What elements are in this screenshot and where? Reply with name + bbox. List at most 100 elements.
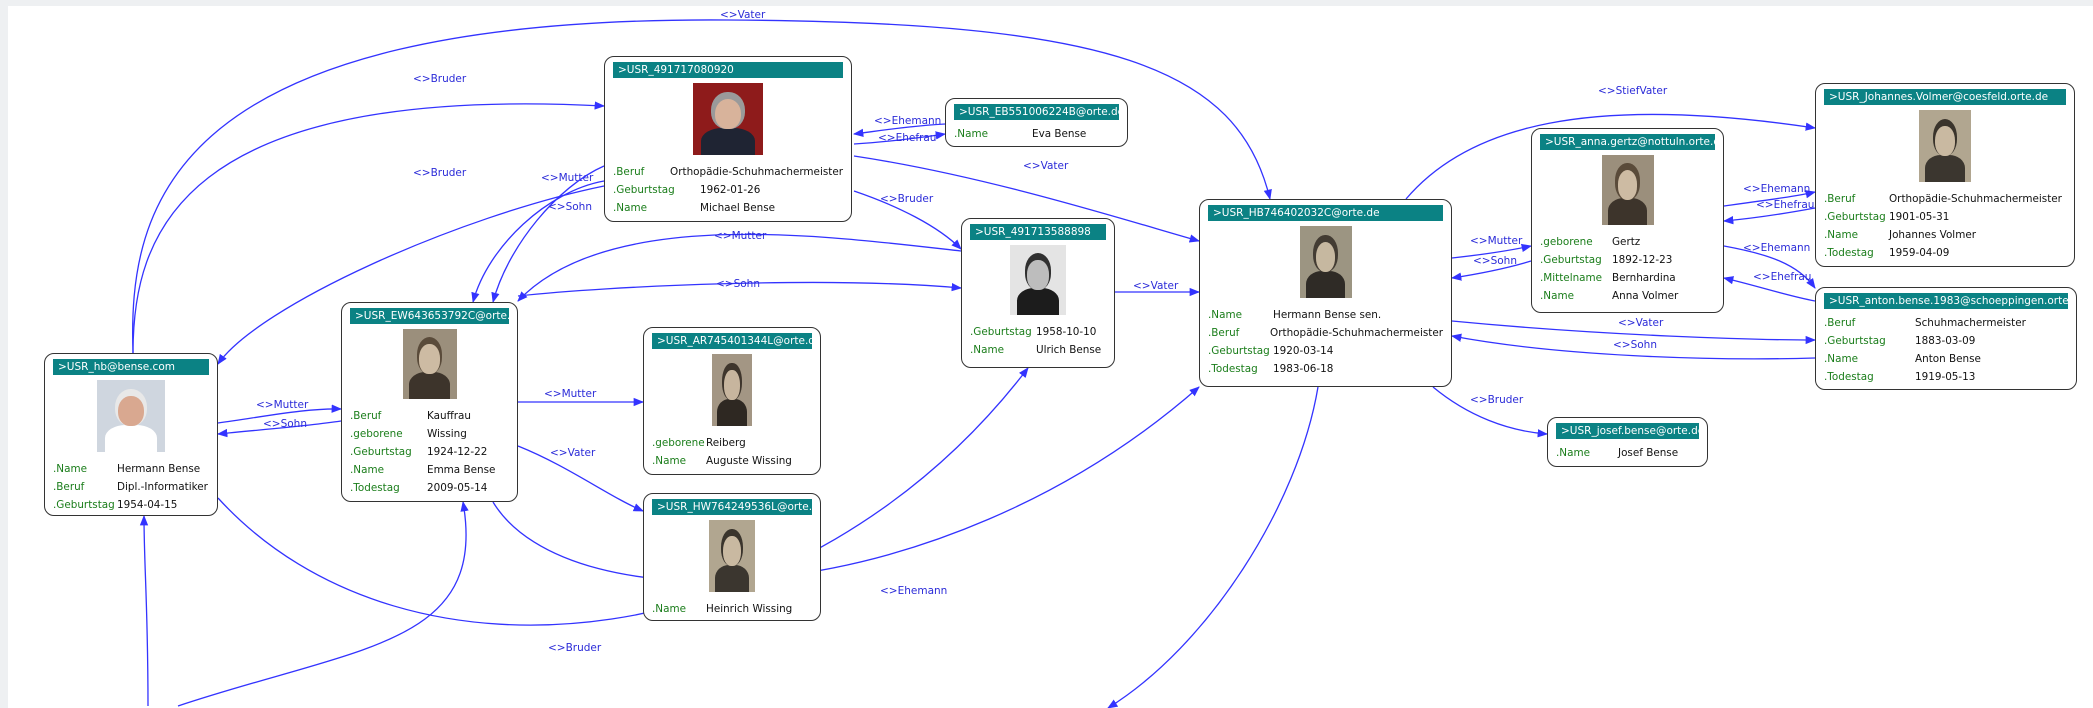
attribute-key: .Geburtstag xyxy=(1824,335,1886,347)
edge-label: <>Sohn xyxy=(263,418,307,430)
edge-n_eb-n_49171708 xyxy=(852,123,946,137)
attribute-key: .Geburtstag xyxy=(1540,254,1602,266)
edge-n_49171708-n_hb xyxy=(217,185,605,365)
attribute-key: .Beruf xyxy=(1824,193,1856,205)
attribute-value: 2009-05-14 xyxy=(427,482,488,494)
node-title: >USR_AR745401344L@orte.de xyxy=(652,333,812,349)
node-title: >USR_josef.bense@orte.de xyxy=(1556,423,1699,439)
node-title: >USR_anna.gertz@nottuln.orte.de xyxy=(1540,134,1715,150)
node-title: >USR_EW643653792C@orte.de xyxy=(350,308,509,324)
attribute-key: .Geburtstag xyxy=(1208,345,1270,357)
attribute-value: 1901-05-31 xyxy=(1889,211,1950,223)
edge-label: <>Ehemann xyxy=(880,585,947,597)
edge-n_49171708-n_ew xyxy=(471,180,605,304)
edge-n_hb7-n_ab xyxy=(1451,320,1817,345)
person-node[interactable]: >USR_anton.bense.1983@schoeppingen.orte.… xyxy=(1815,287,2077,390)
attribute-key: .Todestag xyxy=(350,482,400,494)
edge-n_ew-n_49171358 xyxy=(1107,386,1319,708)
edge-n_ew-n_49171358 xyxy=(517,281,963,297)
person-node[interactable]: >USR_anna.gertz@nottuln.orte.de.geborene… xyxy=(1531,128,1724,313)
node-title: >USR_EB551006224B@orte.de xyxy=(954,104,1119,120)
attribute-key: .Name xyxy=(652,603,686,615)
attribute-value: Orthopädie-Schuhmachermeister xyxy=(1270,327,1443,339)
edge-n_49171708-n_49171358 xyxy=(853,190,962,250)
portrait-old-woman-sepia-image xyxy=(712,354,752,426)
edge-label: <>Mutter xyxy=(1470,235,1523,247)
attribute-key: .Geburtstag xyxy=(613,184,675,196)
edge-n_ew-n_hb7 xyxy=(492,386,1200,582)
attribute-value: Dipl.-Informatiker xyxy=(117,481,208,493)
edge-label: <>Bruder xyxy=(880,193,934,205)
edge-label: <>Vater xyxy=(1618,317,1664,329)
graph-canvas[interactable]: <>Vater<>Bruder<>Bruder<>Mutter<>Sohn<>M… xyxy=(8,6,2093,708)
edge-label: <>Bruder xyxy=(413,167,467,179)
attribute-value: Anton Bense xyxy=(1915,353,1981,365)
attribute-key: .Name xyxy=(1824,353,1858,365)
edge-label: <>Ehefrau xyxy=(1753,271,1811,283)
edge-n_hb-n_ew xyxy=(177,500,469,707)
edges-layer: <>Vater<>Bruder<>Bruder<>Mutter<>Sohn<>M… xyxy=(132,9,1817,708)
attribute-value: 1919-05-13 xyxy=(1915,371,1976,383)
person-node[interactable]: >USR_Johannes.Volmer@coesfeld.orte.de.Be… xyxy=(1815,83,2075,267)
attribute-value: 1958-10-10 xyxy=(1036,326,1097,338)
edge-n_hb-n_hb7 xyxy=(132,19,1272,354)
attribute-row: .Todestag 1919-05-13 xyxy=(1824,368,2068,386)
attribute-row: .Name Anton Bense xyxy=(1824,350,2068,368)
edge-n_49171708-n_eb xyxy=(853,131,947,145)
attribute-value: Heinrich Wissing xyxy=(706,603,793,615)
edge-label: <>Vater xyxy=(720,9,766,21)
attribute-row: .Mittelname Bernhardina xyxy=(1540,269,1715,287)
portrait-man-sepia-image xyxy=(1919,110,1971,182)
edge-label: <>StiefVater xyxy=(1598,85,1668,97)
attribute-key: .Todestag xyxy=(1208,363,1258,375)
attribute-value: 1954-04-15 xyxy=(117,499,178,511)
attribute-value: Bernhardina xyxy=(1612,272,1676,284)
edge-n_ab-n_anna xyxy=(1722,276,1816,302)
attribute-key: .Name xyxy=(970,344,1004,356)
attribute-key: .Todestag xyxy=(1824,371,1874,383)
attribute-value: Auguste Wissing xyxy=(706,455,792,467)
portrait-woman-sepia-image xyxy=(402,329,457,399)
portrait-man-sepia-suit-image xyxy=(1299,226,1352,298)
attribute-key: .Geburtstag xyxy=(350,446,412,458)
edge-n_hb-n_49171358 xyxy=(217,367,1029,626)
attribute-value: Josef Bense xyxy=(1618,447,1679,459)
edge-label: <>Ehefrau xyxy=(878,132,936,144)
edge-n_ew-n_hw xyxy=(517,445,644,512)
attribute-key: .Beruf xyxy=(613,166,645,178)
edge-n_hb-n_ew xyxy=(217,404,343,424)
portrait-man-sepia-image xyxy=(709,520,755,592)
portrait-man-bw-image xyxy=(1010,245,1066,315)
edge-n_hb-n_hb7 xyxy=(139,514,149,707)
attribute-key: .Mittelname xyxy=(1540,272,1603,284)
attribute-value: Wissing xyxy=(427,428,467,440)
edge-label: <>Vater xyxy=(1133,280,1179,292)
edge-n_ew-n_49171708 xyxy=(491,165,605,304)
attribute-row: .Todestag 2009-05-14 xyxy=(350,479,509,497)
edge-n_ab-n_hb7 xyxy=(1450,333,1816,360)
